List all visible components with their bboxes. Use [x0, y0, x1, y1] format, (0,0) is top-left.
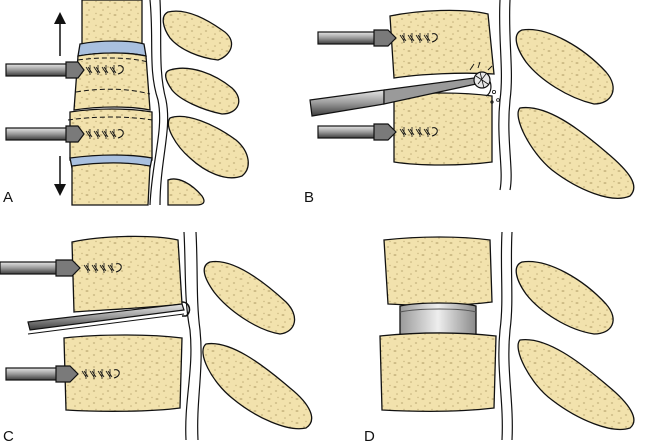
- distractor-pin-a-1: [5, 61, 124, 79]
- canal-line-c-2: [195, 231, 202, 441]
- canal-line-a-1: [149, 0, 161, 206]
- distractor-pin-b-2: [317, 123, 438, 141]
- vertebra-d-2: [379, 332, 497, 412]
- lamina-b-2: [517, 106, 635, 199]
- distractor-pin-a-2: [5, 125, 124, 143]
- vertebra-b-2: [393, 92, 493, 166]
- panel-b: [309, 0, 635, 199]
- interbody-cage-icon: [399, 302, 477, 338]
- vertebra-a-4: [71, 162, 151, 206]
- panel-d: [379, 231, 635, 441]
- vertebra-a-1: [81, 0, 143, 47]
- nerve-hook-icon: [27, 301, 191, 335]
- panel-c: [0, 231, 313, 441]
- vertebra-d-1: [383, 236, 493, 306]
- distractor-pin-c-1: [0, 259, 122, 277]
- panel-label-d: D: [364, 428, 375, 445]
- canal-line-a-2: [159, 0, 169, 206]
- canal-line-d-1: [498, 231, 503, 441]
- lamina-c-2: [202, 342, 313, 430]
- vertebra-c-1: [71, 235, 183, 313]
- lamina-d-1: [515, 260, 614, 335]
- canal-line-c-1: [183, 231, 192, 441]
- lamina-a-4: [167, 178, 205, 206]
- canal-line-b-2: [508, 0, 513, 191]
- distractor-pin-b-1: [317, 29, 438, 47]
- arrow-down-icon: [54, 156, 66, 196]
- vertebra-a-2: [73, 52, 151, 111]
- panel-label-c: C: [3, 428, 14, 445]
- resection-line-a-1: [75, 57, 151, 95]
- curette-icon: [309, 61, 500, 117]
- lamina-b-1: [515, 28, 614, 105]
- vertebra-c-2: [63, 334, 183, 412]
- panel-label-a: A: [3, 189, 14, 206]
- canal-line-b-1: [498, 0, 503, 191]
- canal-line-d-2: [508, 231, 513, 441]
- panel-a: [5, 0, 249, 206]
- distractor-pin-c-2: [5, 365, 120, 383]
- lamina-a-3: [167, 115, 249, 179]
- arrow-up-icon: [54, 12, 66, 56]
- vertebra-b-1: [389, 9, 495, 79]
- panel-label-b: B: [304, 189, 315, 206]
- lamina-d-2: [517, 338, 635, 430]
- resection-line-a-2: [67, 116, 153, 121]
- lamina-a-1: [162, 10, 233, 61]
- lamina-c-1: [203, 260, 296, 335]
- lamina-a-2: [165, 67, 240, 115]
